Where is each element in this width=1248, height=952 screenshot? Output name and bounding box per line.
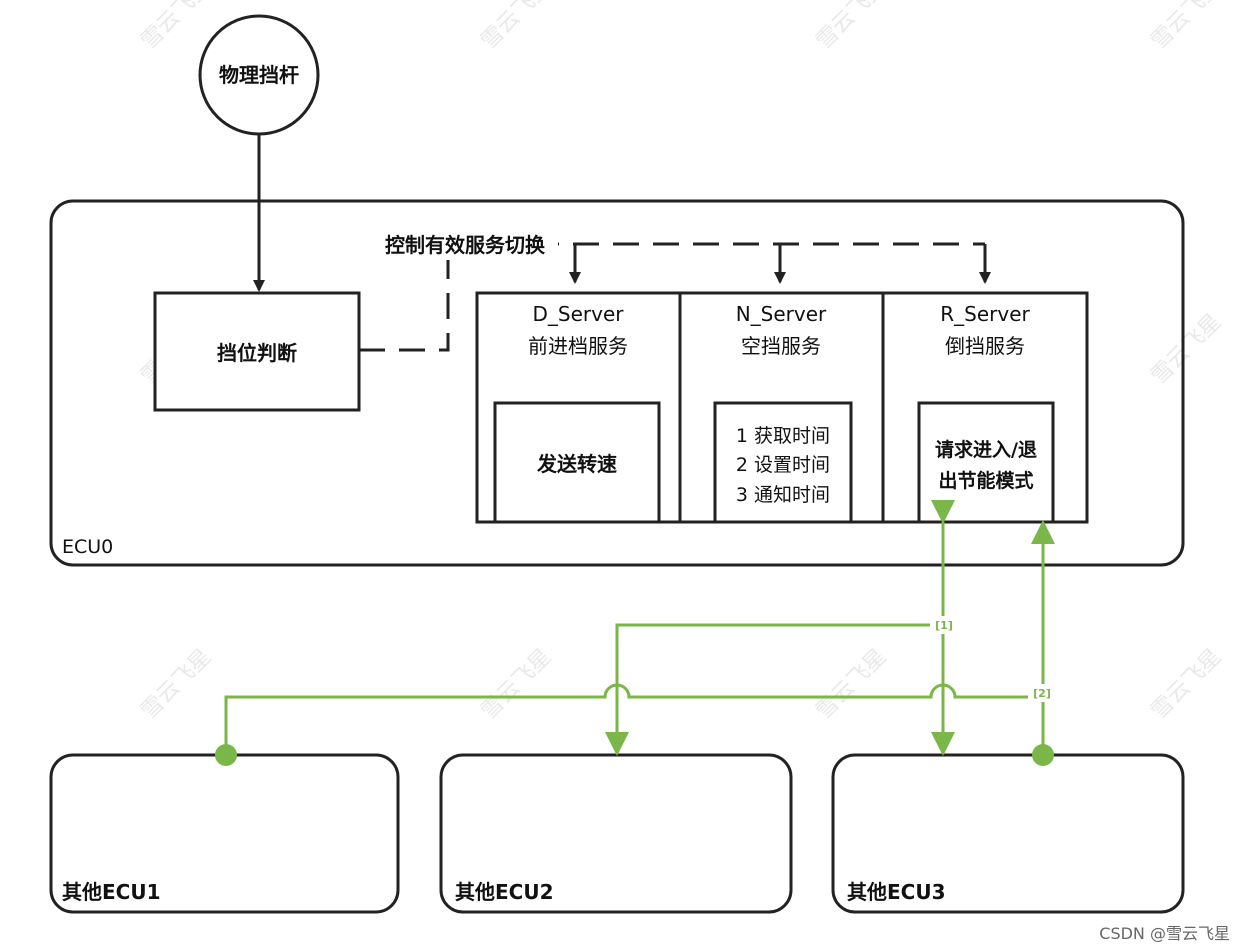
connection-2-start-dot	[215, 744, 237, 766]
d-server-title: D_Server	[533, 302, 625, 326]
judge-node	[153, 291, 361, 412]
watermark-text: 雪云飞星	[137, 0, 217, 54]
switch-control-line	[359, 242, 985, 352]
watermark-text: 雪云飞星	[812, 0, 892, 54]
connection-2-end-dot	[1032, 744, 1054, 766]
watermark-text: 雪云飞星	[477, 644, 557, 724]
watermark-text: 雪云飞星	[1147, 309, 1227, 389]
ecu0-container	[49, 199, 1185, 567]
ecu1-label: 其他ECU1	[62, 880, 161, 904]
credit-text: CSDN @雪云飞星	[1099, 924, 1230, 943]
connection-1-branch	[605, 623, 943, 756]
n-server-inner-box	[713, 401, 853, 524]
d-server-inner-box	[493, 401, 661, 524]
judge-label: 挡位判断	[217, 341, 297, 365]
connection-1	[605, 500, 955, 756]
n-server-subtitle: 空挡服务	[741, 334, 821, 358]
n-server-inner-line-2: 2 设置时间	[736, 454, 830, 476]
ecu3-label: 其他ECU3	[847, 880, 946, 904]
switch-label-bg	[372, 230, 558, 260]
r-server-title: R_Server	[940, 302, 1030, 326]
switch-label: 控制有效服务切换	[385, 233, 546, 257]
r-server-inner-box	[917, 401, 1055, 524]
r-server-inner-line-1: 请求进入/退	[935, 438, 1037, 461]
connection-2-label: [2]	[1033, 687, 1051, 700]
r-server-subtitle: 倒挡服务	[945, 334, 1025, 358]
n-server-title: N_Server	[736, 302, 827, 326]
d-server-inner-label: 发送转速	[536, 452, 617, 476]
lever-label: 物理挡杆	[219, 63, 299, 87]
ecu2-label: 其他ECU2	[455, 880, 554, 904]
watermark-text: 雪云飞星	[1147, 0, 1227, 54]
watermark-text: 雪云飞星	[1147, 644, 1227, 724]
ecu0-label: ECU0	[62, 536, 113, 558]
n-server-inner-line-1: 1 获取时间	[736, 425, 830, 447]
r-server-inner-line-2: 出节能模式	[938, 469, 1033, 492]
watermark-text: 雪云飞星	[137, 644, 217, 724]
connection-1-label-bg	[930, 616, 958, 634]
ecu3-node	[831, 753, 1185, 914]
watermark-text: 雪云飞星	[812, 644, 892, 724]
connection-2	[224, 520, 1055, 755]
d-server-subtitle: 前进档服务	[528, 334, 628, 358]
connection-1-label: [1]	[935, 619, 953, 632]
n-server-inner-line-3: 3 通知时间	[736, 484, 830, 506]
connection-2-label-bg	[1028, 684, 1056, 702]
watermark-text: 雪云飞星	[477, 0, 557, 54]
connection-2-line	[224, 683, 1043, 755]
